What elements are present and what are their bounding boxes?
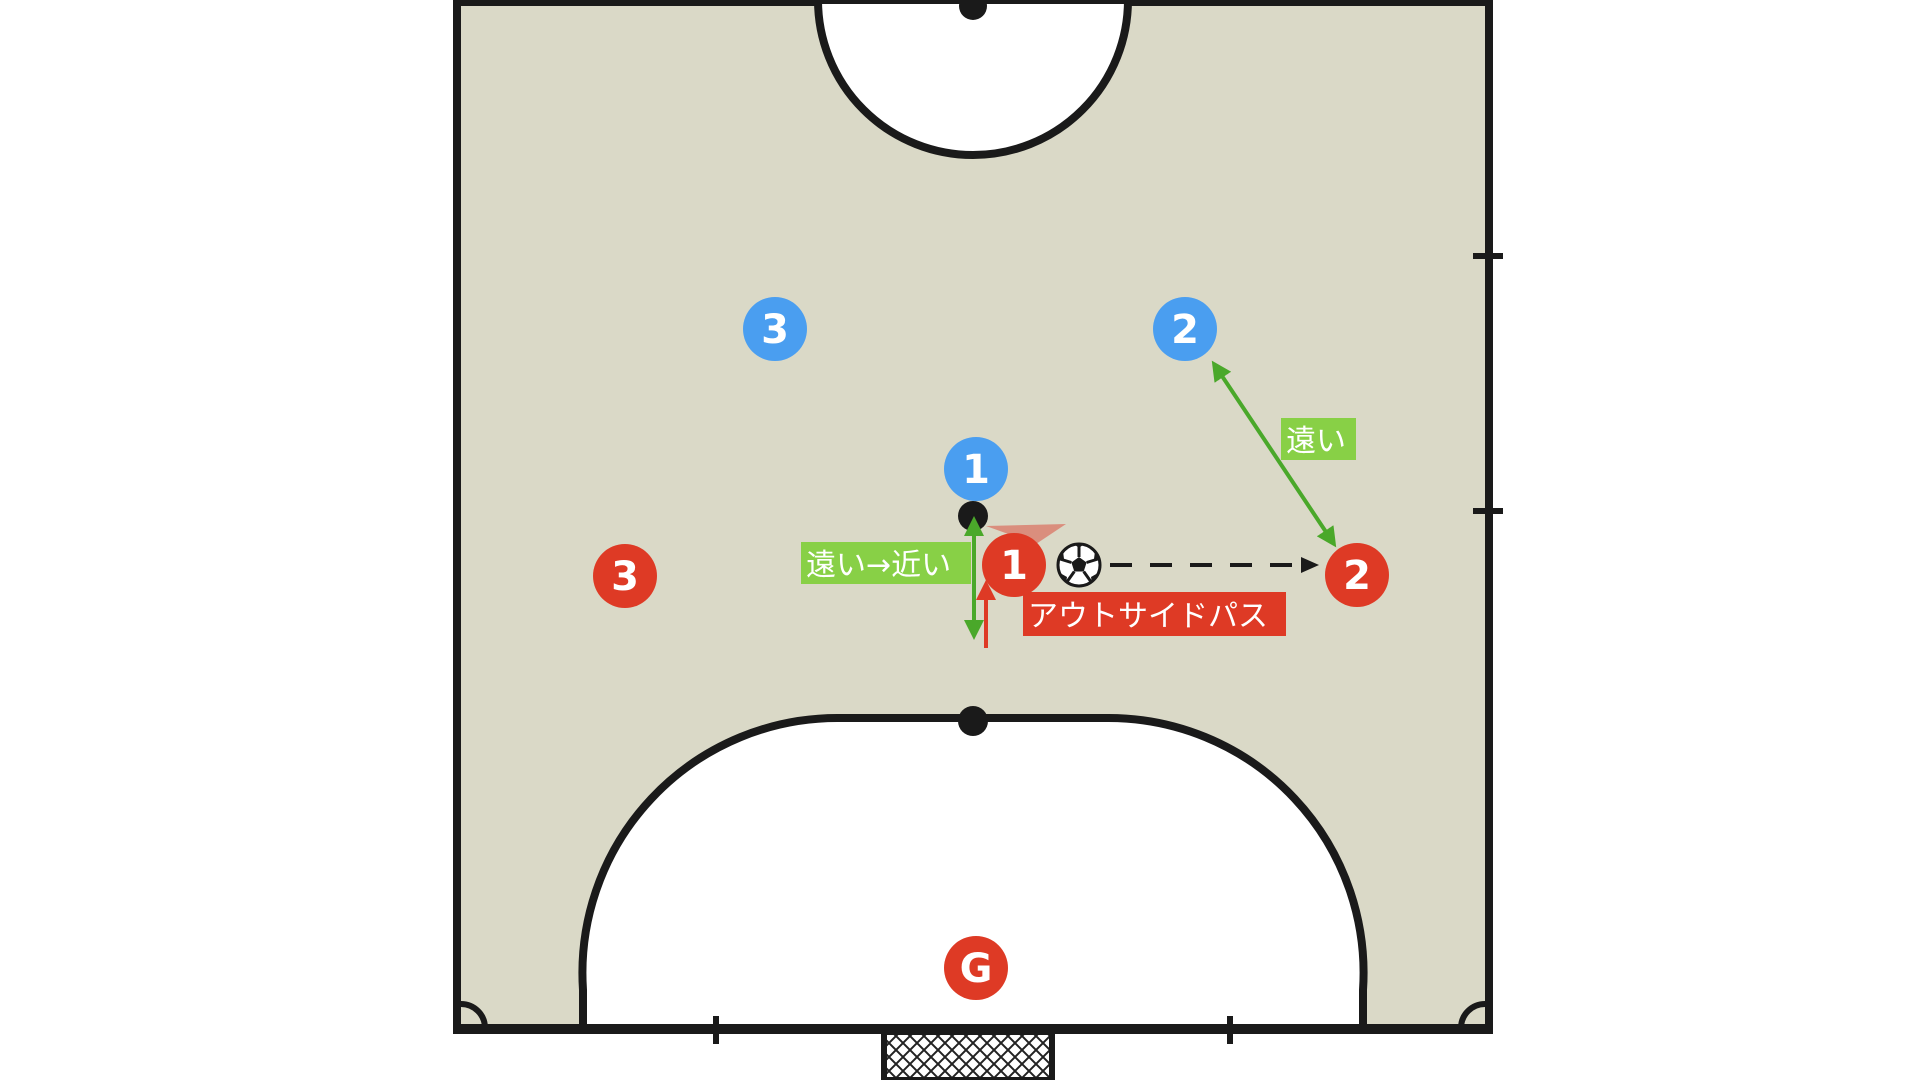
player-red-2: 2: [1325, 543, 1389, 607]
svg-text:3: 3: [611, 554, 639, 600]
label-far: 遠い: [1281, 418, 1356, 460]
svg-text:2: 2: [1171, 307, 1199, 353]
svg-text:3: 3: [761, 307, 789, 353]
distance-arrow-diagonal: [1211, 360, 1337, 548]
goal-net-icon: [881, 1029, 1055, 1080]
svg-text:1: 1: [962, 447, 990, 493]
svg-text:1: 1: [1000, 543, 1028, 589]
corner-arc-left: [460, 1001, 488, 1029]
soccer-ball-icon: [1056, 542, 1102, 588]
svg-text:遠い→近い: 遠い→近い: [806, 548, 951, 583]
center-spot: [959, 0, 987, 20]
label-far-to-near: 遠い→近い: [801, 542, 971, 584]
red-1-facing-indicator: [986, 524, 1066, 544]
penalty-mark: [958, 706, 988, 736]
player-red-goalkeeper: G: [944, 936, 1008, 1000]
svg-text:アウトサイドパス: アウトサイドパス: [1028, 599, 1268, 634]
svg-text:2: 2: [1343, 553, 1371, 599]
player-blue-3: 3: [743, 297, 807, 361]
player-blue-2: 2: [1153, 297, 1217, 361]
label-outside-pass: アウトサイドパス: [1023, 592, 1286, 636]
player-blue-1: 1: [944, 437, 1008, 501]
svg-text:遠い: 遠い: [1286, 424, 1346, 459]
player-red-3: 3: [593, 544, 657, 608]
penalty-area: [578, 713, 1368, 1032]
center-circle: [813, 0, 1133, 159]
corner-arc-right: [1458, 1001, 1486, 1029]
player-red-1: 1: [982, 533, 1046, 597]
pass-arrowhead: [1301, 557, 1319, 573]
svg-text:G: G: [960, 946, 993, 992]
